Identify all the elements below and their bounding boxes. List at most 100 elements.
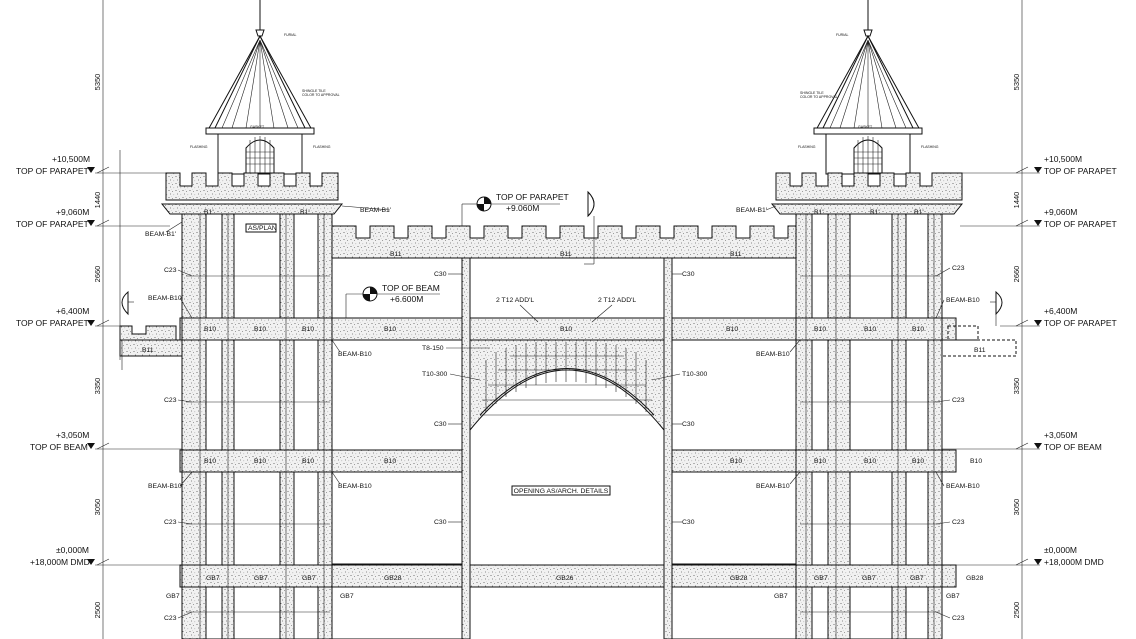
center-level-symbol-9060 — [461, 196, 560, 226]
center-beam-value: +6.600M — [390, 294, 423, 304]
label-beam-b1-left-2: BEAM-B1' — [360, 207, 391, 214]
dim-right-3050: 3050 — [1012, 499, 1021, 516]
label-c23-right-3: C23 — [952, 519, 965, 526]
label-c23-right-2: C23 — [952, 397, 965, 404]
gate-arch-portcullis — [469, 339, 665, 566]
level-right-3050-label: TOP OF BEAM — [1044, 442, 1102, 452]
right-tower — [770, 172, 964, 639]
label-b11-center: B11 — [560, 251, 572, 258]
dim-right-2660: 2660 — [1012, 266, 1021, 283]
label-t12-left: 2 T12 ADD'L — [496, 297, 534, 304]
left-turret — [205, 0, 315, 175]
label-b10-right-c: B10 — [912, 326, 924, 333]
dim-right-3350: 3350 — [1012, 378, 1021, 395]
level-left-9060-value: +9,060M — [56, 207, 89, 217]
dim-right-5350: 5350 — [1012, 74, 1021, 91]
dim-left-5350: 5350 — [93, 74, 102, 91]
label-gb26-center: GB26 — [556, 575, 574, 582]
label-gb7-right-2: GB7 — [946, 593, 960, 600]
label-c23-left-3: C23 — [164, 519, 177, 526]
label-t10-300-right: T10-300 — [682, 371, 708, 378]
label-beam-b10-right-1: BEAM-B10 — [946, 297, 980, 304]
label-c30-2: C30 — [434, 421, 447, 428]
level-left-3050-value: +3,050M — [56, 430, 89, 440]
label-c23-right-4: C23 — [952, 615, 965, 622]
label-gb7-left-2: GB7 — [340, 593, 354, 600]
label-gb28-right: GB28 — [966, 575, 984, 582]
right-flashing-note-a: FLASHING — [798, 145, 816, 149]
left-flashing-note-b: FLASHING — [313, 145, 331, 149]
left-dimension-line — [96, 0, 110, 639]
left-gasket-note: GASKET — [250, 125, 265, 129]
level-left-3050-label: TOP OF BEAM — [30, 442, 88, 452]
right-turret — [813, 0, 923, 175]
level-right-10500-value: +10,500M — [1044, 154, 1082, 164]
label-c23-left-2: C23 — [164, 397, 177, 404]
label-b11-center-left: B11 — [390, 251, 402, 258]
section-marker-right — [990, 290, 1003, 326]
left-roof-note: SHINGLE TILE — [302, 89, 326, 93]
level-marker-triangles — [87, 167, 1042, 565]
level-right-0-label: +18,000M DMD — [1044, 557, 1104, 567]
label-b1-right: B1' — [814, 209, 824, 216]
central-wall — [179, 225, 957, 639]
label-c30-1: C30 — [434, 271, 447, 278]
level-left-10500-label: TOP OF PARAPET — [16, 166, 89, 176]
label-gb7-left-5: GB7 — [302, 575, 316, 582]
center-parapet-label: TOP OF PARAPET — [496, 192, 569, 202]
label-t12-right: 2 T12 ADD'L — [598, 297, 636, 304]
label-c23-right-1: C23 — [952, 265, 965, 272]
right-flashing-note-b: FLASHING — [921, 145, 939, 149]
dim-left-1440: 1440 — [93, 192, 102, 209]
left-annex — [119, 150, 183, 360]
label-b11-right: B11 — [974, 347, 986, 354]
label-b10-right-f: B10 — [912, 458, 924, 465]
label-b1-right-3: B1' — [914, 209, 924, 216]
label-gb7-left-4: GB7 — [254, 575, 268, 582]
level-left-6400-value: +6,400M — [56, 306, 89, 316]
level-right-9060-label: TOP OF PARAPET — [1044, 219, 1117, 229]
right-roof-note: SHINGLE TILE — [800, 91, 824, 95]
label-gb28-center-left: GB28 — [384, 575, 402, 582]
label-gb7-left-3: GB7 — [206, 575, 220, 582]
label-beam-b10-left-3: BEAM-B10 — [338, 351, 372, 358]
label-b10-center: B10 — [560, 326, 572, 333]
label-b10-right-g: B10 — [970, 458, 982, 465]
label-b10-left-e: B10 — [254, 458, 266, 465]
label-beam-b1-right: BEAM-B1' — [736, 207, 767, 214]
dim-right-2500: 2500 — [1012, 602, 1021, 619]
label-b11-left: B11 — [142, 347, 154, 354]
level-left-0-value: ±0,000M — [56, 545, 89, 555]
label-b10-center-left-2: B10 — [384, 458, 396, 465]
label-c30-3: C30 — [434, 519, 447, 526]
label-beam-b10-right-4: BEAM-B10 — [756, 483, 790, 490]
label-b10-left-c: B10 — [302, 326, 314, 333]
left-finial-note: FURIAL — [284, 33, 297, 37]
right-dimension-line — [1015, 0, 1029, 639]
label-b10-right-b: B10 — [864, 326, 876, 333]
label-b10-left-a: B10 — [204, 326, 216, 333]
label-b10-right-e: B10 — [864, 458, 876, 465]
dim-left-3050: 3050 — [93, 499, 102, 516]
label-b10-left-d: B10 — [204, 458, 216, 465]
level-right-10500-label: TOP OF PARAPET — [1044, 166, 1117, 176]
center-beam-label: TOP OF BEAM — [382, 283, 440, 293]
level-left-6400-label: TOP OF PARAPET — [16, 318, 89, 328]
rebar-lines — [186, 275, 940, 613]
label-beam-b10-left-4: BEAM-B10 — [338, 483, 372, 490]
label-b10-right-a: B10 — [814, 326, 826, 333]
level-right-0-value: ±0,000M — [1044, 545, 1077, 555]
level-left-9060-label: TOP OF PARAPET — [16, 219, 89, 229]
label-b10-center-right-2: B10 — [730, 458, 742, 465]
label-t10-300-left: T10-300 — [422, 371, 448, 378]
label-gb7-right-4: GB7 — [862, 575, 876, 582]
label-beam-b10-left-2: BEAM-B10 — [148, 483, 182, 490]
left-flashing-note-a: FLASHING — [190, 145, 208, 149]
right-annex — [941, 325, 1017, 357]
label-as-plan: AS/PLAN — [248, 225, 277, 232]
level-left-0-label: +18,000M DMD — [30, 557, 90, 567]
label-beam-b10-left-1: BEAM-B10 — [148, 295, 182, 302]
label-gb7-right: GB7 — [774, 593, 788, 600]
